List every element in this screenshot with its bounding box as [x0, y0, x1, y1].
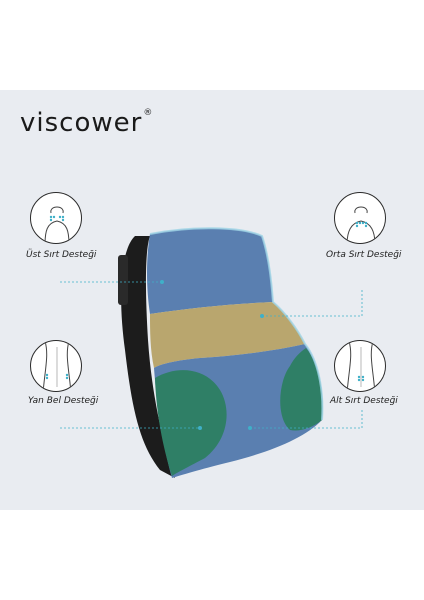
mid-back-label: Orta Sırt Desteği	[326, 250, 402, 260]
side-waist-icon	[30, 340, 82, 392]
mid-back-icon	[334, 192, 386, 244]
mid-back-zone	[150, 302, 305, 368]
lower-back-label: Alt Sırt Desteği	[330, 396, 398, 406]
brand-name: viscower	[20, 108, 143, 138]
upper-back-zone	[147, 228, 273, 314]
brand-logo: viscower ®	[20, 103, 153, 143]
side-strap	[118, 255, 128, 305]
upper-back-icon	[30, 192, 82, 244]
connector-mid-back	[262, 290, 363, 317]
side-waist-label: Yan Bel Desteği	[28, 396, 99, 406]
side-waist-zone-left	[155, 370, 227, 476]
upper-back-label: Üst Sırt Desteği	[26, 250, 97, 260]
lower-back-icon	[334, 340, 386, 392]
registered-mark: ®	[143, 108, 153, 118]
cushion-edge-highlight	[149, 227, 324, 421]
cushion-side-edge	[121, 236, 175, 478]
side-waist-zone-right	[280, 348, 323, 431]
connector-lower-back	[250, 410, 363, 429]
